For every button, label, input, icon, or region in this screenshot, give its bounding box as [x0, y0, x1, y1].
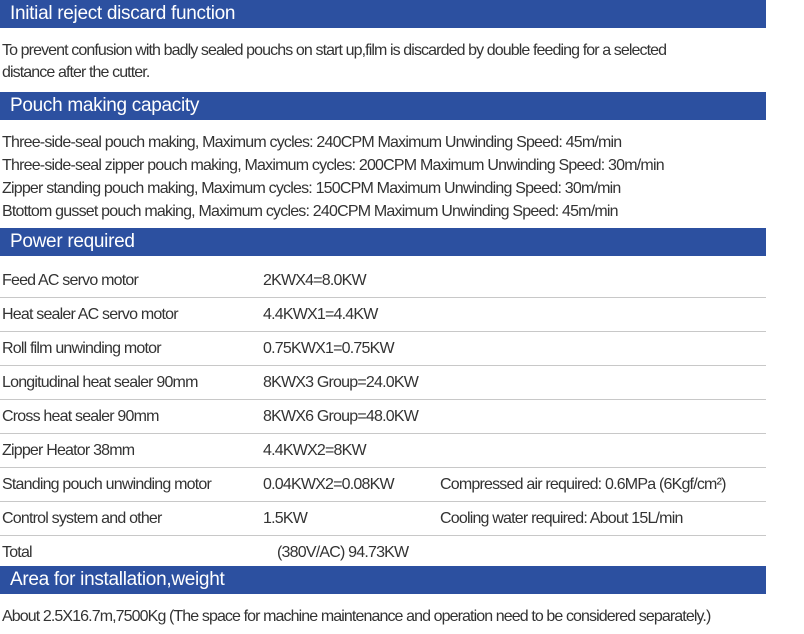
row-extra: Cooling water required: About 15L/min — [440, 510, 683, 527]
capacity-line: Zipper standing pouch making, Maximum cy… — [2, 180, 621, 197]
section-header-capacity: Pouch making capacity — [0, 92, 766, 120]
table-row: Feed AC servo motor 2KWX4=8.0KW — [0, 264, 766, 298]
row-name: Standing pouch unwinding motor — [2, 476, 212, 493]
table-row: Standing pouch unwinding motor 0.04KWX2=0… — [0, 468, 766, 502]
reject-text-line2: distance after the cutter. — [2, 64, 150, 81]
power-table: Feed AC servo motor 2KWX4=8.0KW Heat seal… — [0, 264, 766, 566]
row-value: 4.4KWX2=8KW — [263, 442, 367, 459]
row-value: 0.04KWX2=0.08KW — [263, 476, 395, 493]
row-name: Zipper Heator 38mm — [2, 442, 135, 459]
section-header-area: Area for installation,weight — [0, 566, 766, 594]
row-name: Total — [2, 544, 33, 561]
table-row: Control system and other 1.5KW Cooling wat… — [0, 502, 766, 536]
row-value: 8KWX3 Group=24.0KW — [263, 374, 419, 391]
reject-text-line1: To prevent confusion with badly sealed p… — [2, 42, 667, 59]
row-value: 4.4KWX1=4.4KW — [263, 306, 378, 323]
capacity-line: Three-side-seal pouch making, Maximum cy… — [2, 134, 622, 151]
table-row-total: Total (380V/AC) 94.73KW — [0, 536, 766, 566]
section-header-reject: Initial reject discard function — [0, 0, 766, 28]
row-extra: Compressed air required: 0.6MPa (6Kgf/cm… — [440, 476, 726, 493]
row-value: (380V/AC) 94.73KW — [277, 544, 409, 561]
row-value: 8KWX6 Group=48.0KW — [263, 408, 419, 425]
table-row: Zipper Heator 38mm 4.4KWX2=8KW — [0, 434, 766, 468]
area-text: About 2.5X16.7m,7500Kg (The space for ma… — [2, 608, 711, 625]
row-name: Feed AC servo motor — [2, 272, 139, 289]
table-row: Cross heat sealer 90mm 8KWX6 Group=48.0KW — [0, 400, 766, 434]
row-name: Heat sealer AC servo motor — [2, 306, 179, 323]
section-header-power: Power required — [0, 228, 766, 256]
capacity-line: Btottom gusset pouch making, Maximum cyc… — [2, 203, 619, 220]
row-value: 0.75KWX1=0.75KW — [263, 340, 395, 357]
row-name: Control system and other — [2, 510, 162, 527]
table-row: Longitudinal heat sealer 90mm 8KWX3 Group… — [0, 366, 766, 400]
capacity-line: Three-side-seal zipper pouch making, Max… — [2, 157, 665, 174]
row-value: 1.5KW — [263, 510, 308, 527]
row-name: Cross heat sealer 90mm — [2, 408, 160, 425]
row-name: Roll film unwinding motor — [2, 340, 162, 357]
table-row: Heat sealer AC servo motor 4.4KWX1=4.4KW — [0, 298, 766, 332]
row-name: Longitudinal heat sealer 90mm — [2, 374, 198, 391]
row-value: 2KWX4=8.0KW — [263, 272, 367, 289]
table-row: Roll film unwinding motor 0.75KWX1=0.75KW — [0, 332, 766, 366]
